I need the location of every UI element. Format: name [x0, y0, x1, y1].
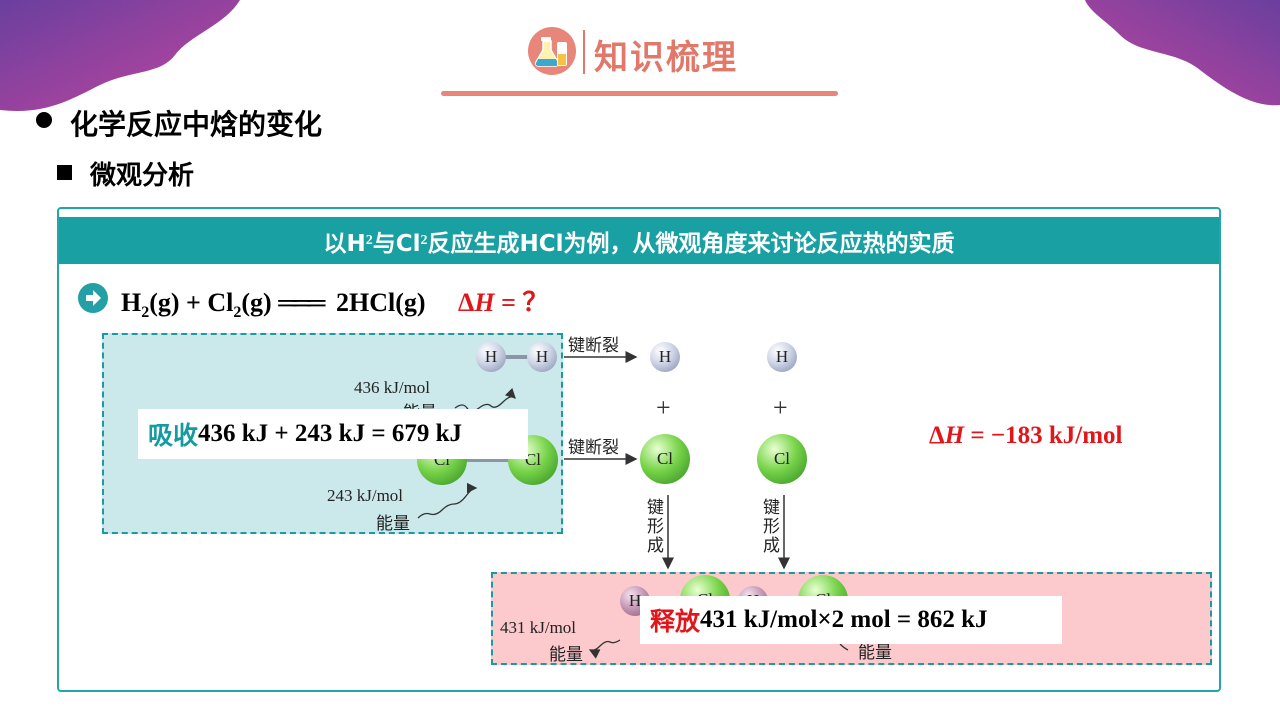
absorb-value: 436 kJ + 243 kJ = 679 kJ — [198, 420, 462, 447]
banner-text-mid: 与Cl — [372, 230, 421, 257]
enthalpy-result: ΔH = −183 kJ/mol — [929, 422, 1123, 450]
banner-text-pre: 以H — [323, 230, 366, 257]
header-separator — [583, 30, 585, 74]
eq-product: 2HCl(g) — [335, 288, 426, 317]
bond-form-label: 键形成 — [759, 498, 779, 555]
chlorine-atom: Cl — [640, 434, 690, 484]
energy-value-hcl: 431 kJ/mol — [500, 618, 577, 637]
reaction-equation: H2(g) + Cl2(g) ═══ 2HCl(g) ΔH = ？ — [121, 282, 548, 322]
hydrogen-atom: H — [476, 342, 506, 372]
eq-dh-symbol: Δ — [458, 288, 475, 317]
eq-state-a: (g) + Cl — [149, 288, 234, 317]
result-value: = −183 kJ/mol — [964, 422, 1123, 449]
plus-sign: + — [656, 393, 671, 422]
release-word: 释放 — [650, 607, 701, 636]
eq-arrow: ═══ — [278, 288, 325, 317]
subsection-heading: 微观分析 — [90, 161, 195, 191]
bond-break-label: 键断裂 — [568, 438, 619, 457]
science-flask-icon — [528, 27, 576, 75]
hydrogen-atom: H — [767, 342, 797, 372]
energy-value-cl2: 243 kJ/mol — [327, 486, 404, 505]
eq-sub-a: 2 — [141, 304, 150, 322]
chlorine-atom: Cl — [757, 434, 807, 484]
banner-sub-1: 2 — [365, 232, 373, 248]
corner-decoration-right — [1085, 0, 1280, 106]
eq-dh-value: = ？ — [494, 288, 549, 317]
bond-break-label: 键断裂 — [568, 336, 619, 355]
square-bullet — [57, 165, 72, 180]
eq-dh-var: H — [474, 288, 495, 317]
eq-delta-h: ΔH = ？ — [458, 288, 548, 317]
page-title: 知识梳理 — [594, 38, 738, 78]
hydrogen-atom: H — [650, 342, 680, 372]
absorb-word: 吸收 — [148, 421, 199, 450]
eq-h: H — [121, 288, 142, 317]
bond-form-label: 键形成 — [643, 498, 663, 555]
corner-decoration-left — [0, 0, 240, 111]
result-dh-var: H — [944, 422, 965, 449]
eq-sub-b: 2 — [233, 304, 242, 322]
plus-sign: + — [773, 393, 788, 422]
energy-value-h2: 436 kJ/mol — [354, 378, 431, 397]
hydrogen-atom: H — [527, 342, 557, 372]
eq-state-b: (g) — [241, 288, 272, 317]
bullet-dot — [36, 112, 52, 128]
energy-label-cl2: 能量 — [376, 514, 410, 533]
header-underline — [441, 91, 838, 96]
banner-text-post: 反应生成HCl为例，从微观角度来讨论反应热的实质 — [427, 230, 955, 257]
section-heading: 化学反应中焓的变化 — [70, 108, 323, 141]
arrow-right-circle-icon — [78, 283, 108, 313]
energy-label-hcl: 能量 — [549, 645, 583, 664]
result-dh-symbol: Δ — [929, 422, 945, 449]
banner-sub-2: 2 — [420, 232, 428, 248]
release-value: 431 kJ/mol×2 mol = 862 kJ — [700, 606, 988, 633]
energy-label-hcl-right: 能量 — [858, 643, 892, 662]
content-frame — [57, 207, 1221, 692]
